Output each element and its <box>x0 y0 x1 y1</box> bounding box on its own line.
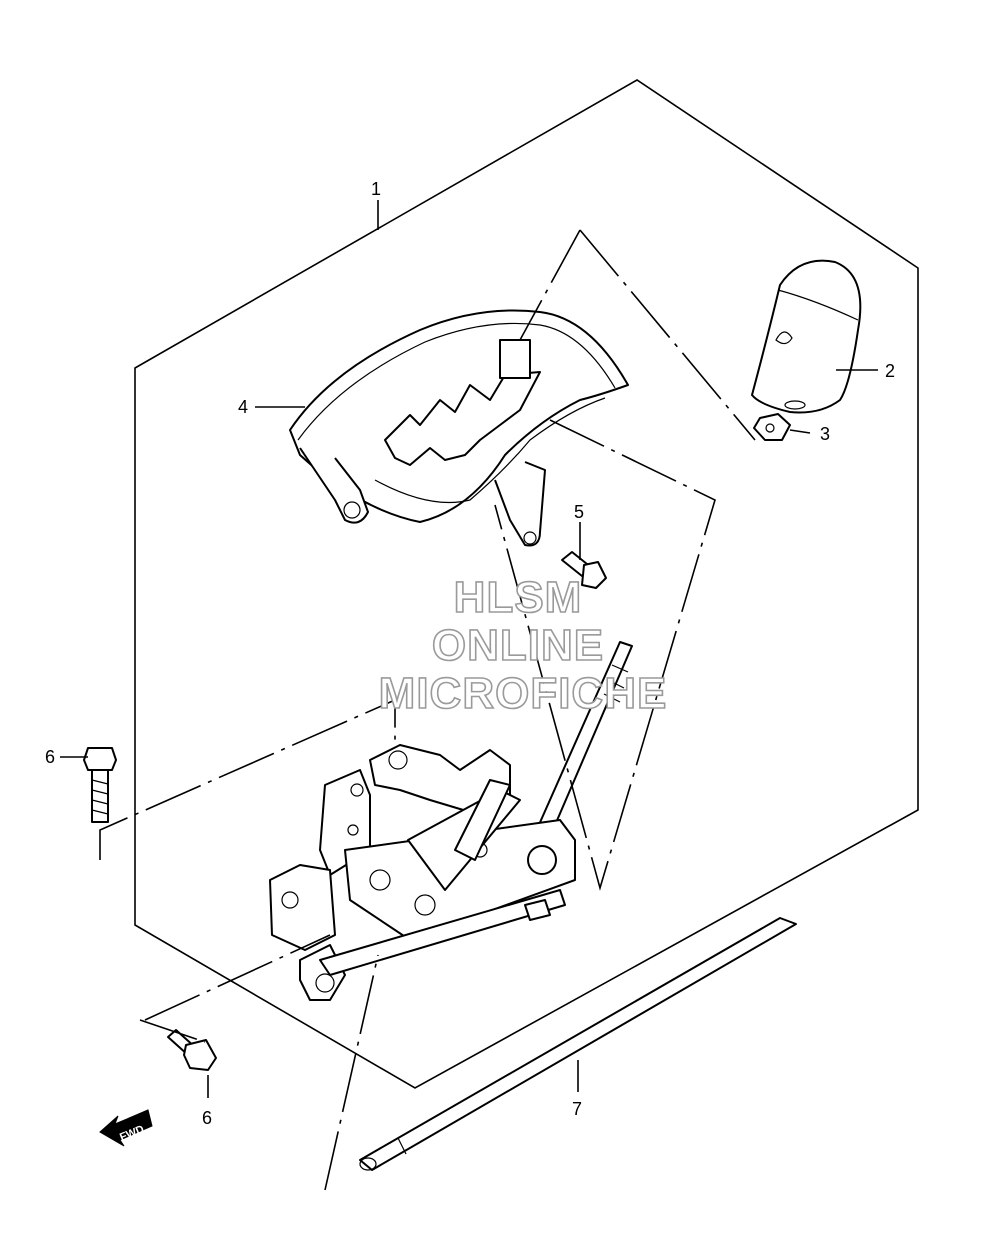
long-rod-part <box>359 917 797 1171</box>
watermark-line-1: HLSM <box>454 573 583 622</box>
watermark-line-2: ONLINE <box>432 621 604 670</box>
callout-5: 5 <box>574 502 584 522</box>
shift-bracket-base <box>269 744 576 1001</box>
bolt-part-5 <box>561 551 607 589</box>
callout-6-lower: 6 <box>202 1108 212 1128</box>
callout-6-upper: 6 <box>45 747 55 767</box>
callout-4: 4 <box>238 397 248 417</box>
leader-lines <box>60 200 878 1191</box>
watermark-line-3: MICROFICHE <box>379 669 668 718</box>
bolt-part-6-upper <box>83 747 117 823</box>
shift-cover-part <box>289 309 629 547</box>
fwd-arrow-icon: FWD <box>99 1109 153 1147</box>
callout-1: 1 <box>371 179 381 199</box>
callout-2: 2 <box>885 361 895 381</box>
callout-3: 3 <box>820 424 830 444</box>
assembly-outline <box>134 79 919 1089</box>
knob-nut-part <box>753 413 791 441</box>
bolt-part-6-lower <box>167 1029 217 1071</box>
shift-knob-part <box>751 259 862 414</box>
callout-7: 7 <box>572 1099 582 1119</box>
